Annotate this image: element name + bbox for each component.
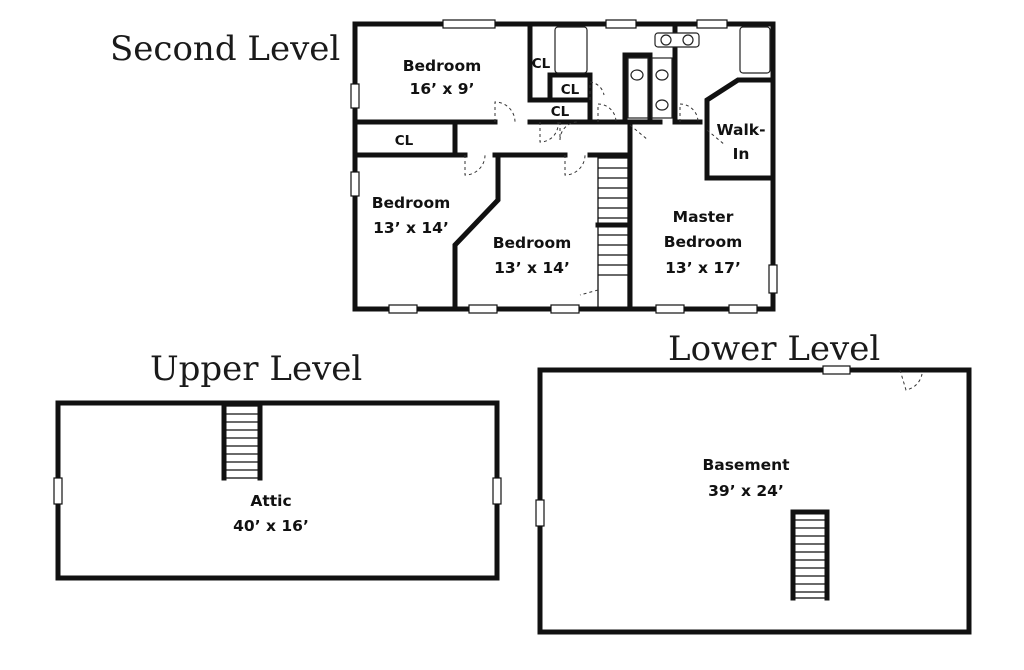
lower-level-title: Lower Level: [668, 329, 880, 369]
second-level-plan: Bedroom 16’ x 9’ CL CL CL CL Bedroom 13’…: [350, 19, 778, 314]
upper-level-plan: Attic 40’ x 16’: [53, 400, 502, 581]
closet-label-2: CL: [561, 82, 580, 98]
basement-size: 39’ x 24’: [708, 482, 784, 500]
second-level-doors: [464, 81, 726, 296]
attic-outer-wall: [55, 400, 500, 581]
basement-name: Basement: [702, 456, 790, 474]
bedroom-middle-size: 13’ x 14’: [494, 259, 570, 277]
master-bedroom-size: 13’ x 17’: [665, 259, 741, 277]
bedroom-left-name: Bedroom: [372, 194, 451, 212]
second-level-stairs: [595, 157, 631, 309]
attic-name: Attic: [250, 492, 291, 510]
upper-level-title: Upper Level: [150, 349, 362, 389]
lower-level-plan: Basement 39’ x 24’: [535, 365, 972, 635]
bedroom-middle-name: Bedroom: [493, 234, 572, 252]
walk-in-label-1: Walk-: [716, 121, 765, 139]
attic-stairs: [221, 403, 263, 481]
master-bedroom-name-1: Master: [673, 208, 734, 226]
bedroom-top-size: 16’ x 9’: [410, 80, 475, 98]
basement-stairs: [790, 509, 830, 601]
closet-label-1: CL: [532, 56, 551, 72]
bedroom-top-name: Bedroom: [403, 57, 482, 75]
master-bedroom-name-2: Bedroom: [664, 233, 743, 251]
bedroom-left-size: 13’ x 14’: [373, 219, 449, 237]
basement-outer-wall: [537, 367, 972, 635]
closet-label-4: CL: [395, 133, 414, 149]
second-level-title: Second Level: [110, 29, 340, 69]
second-level-windows: [350, 19, 778, 314]
attic-size: 40’ x 16’: [233, 517, 309, 535]
closet-label-3: CL: [551, 104, 570, 120]
walk-in-label-2: In: [733, 145, 750, 163]
bathroom-fixtures: [528, 26, 771, 119]
